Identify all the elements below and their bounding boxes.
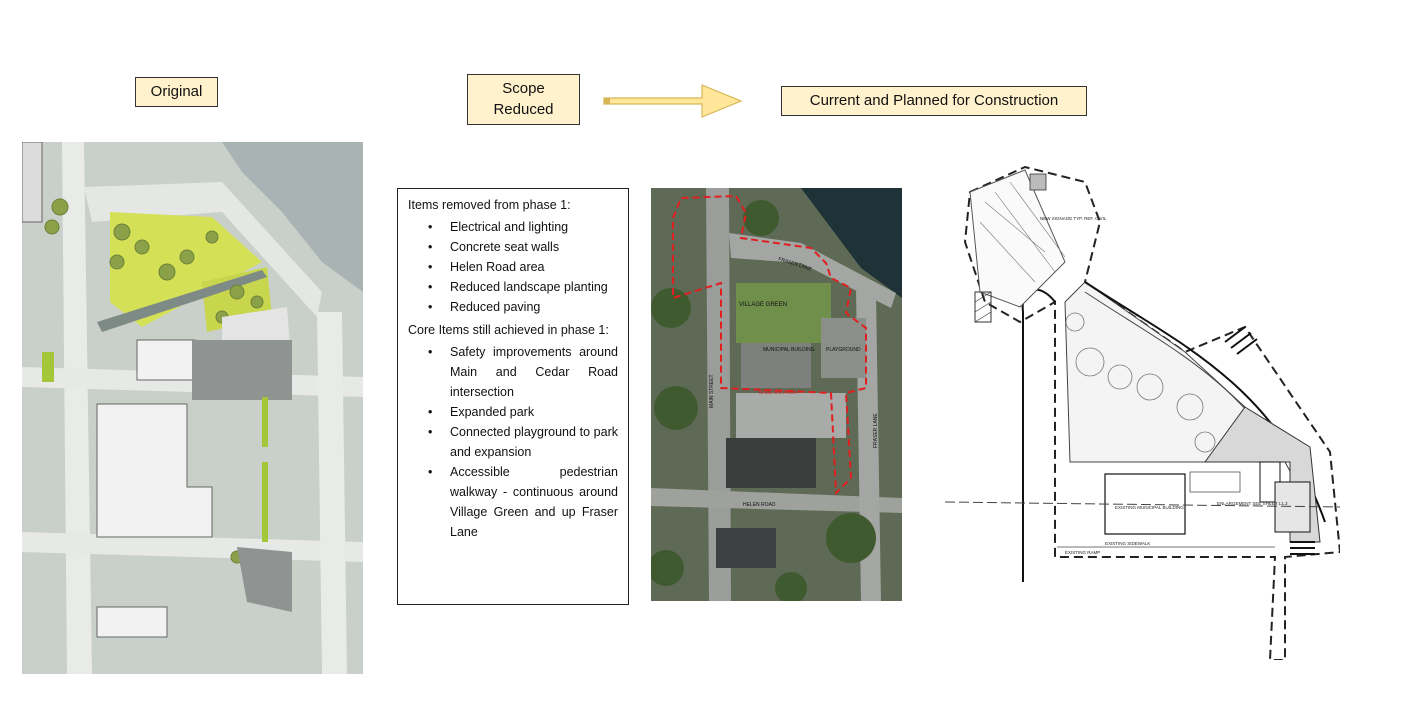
- core-item: Accessible pedestrian walkway - continuo…: [428, 462, 618, 542]
- removed-item: Concrete seat walls: [428, 237, 618, 257]
- aerial-label-playground: PLAYGROUND: [826, 347, 861, 353]
- removed-item: Helen Road area: [428, 257, 618, 277]
- aerial-label-helen-road: HELEN ROAD: [743, 502, 776, 508]
- aerial-label-village-green: VILLAGE GREEN: [739, 302, 787, 308]
- core-list: Safety improvements around Main and Ceda…: [408, 342, 618, 542]
- aerial-label-base-bid: BASE BID AREA: [759, 390, 797, 396]
- removed-item: Reduced paving: [428, 297, 618, 317]
- core-item: Expanded park: [428, 402, 618, 422]
- original-site-plan: [22, 142, 363, 674]
- plan-label-existing-municipal: EXISTING MUNICIPAL BUILDING: [1115, 505, 1184, 510]
- scope-reduced-label: Scope Reduced: [467, 74, 580, 125]
- scope-items-box: Items removed from phase 1: Electrical a…: [397, 188, 629, 605]
- removed-list: Electrical and lighting Concrete seat wa…: [408, 217, 618, 317]
- removed-header: Items removed from phase 1:: [408, 198, 571, 212]
- aerial-label-fraser-side: FRASER LANE: [873, 413, 879, 448]
- right-arrow-icon: [603, 84, 743, 118]
- removed-item: Reduced landscape planting: [428, 277, 618, 297]
- current-planned-label: Current and Planned for Construction: [781, 86, 1087, 116]
- plan-label-existing-ramp: EXISTING RAMP: [1065, 550, 1100, 555]
- original-label-text: Original: [150, 82, 203, 100]
- core-item: Connected playground to park and expansi…: [428, 422, 618, 462]
- scope-line-2: Reduced: [493, 100, 554, 118]
- core-item: Safety improvements around Main and Ceda…: [428, 342, 618, 402]
- aerial-label-main-street: MAIN STREET: [709, 374, 715, 408]
- plan-label-existing-sidewalk: EXISTING SIDEWALK: [1105, 541, 1150, 546]
- aerial-photo: VILLAGE GREEN MUNICIPAL BUILDING PLAYGRO…: [651, 188, 902, 601]
- aerial-label-municipal: MUNICIPAL BUILDING: [763, 347, 815, 353]
- planned-construction-drawing: NEW SIGNAGE TYP. REF. CIVIL EXISTING MUN…: [945, 162, 1340, 660]
- plan-label-enlargement: ENLARGEMENT SEE SHEET L1.2: [1217, 501, 1288, 506]
- removed-item: Electrical and lighting: [428, 217, 618, 237]
- scope-line-1: Scope: [502, 80, 545, 98]
- core-header: Core Items still achieved in phase 1:: [408, 323, 609, 337]
- current-label-text: Current and Planned for Construction: [809, 91, 1059, 109]
- plan-label-new-signage: NEW SIGNAGE TYP. REF. CIVIL: [1040, 216, 1107, 221]
- original-label: Original: [135, 77, 218, 107]
